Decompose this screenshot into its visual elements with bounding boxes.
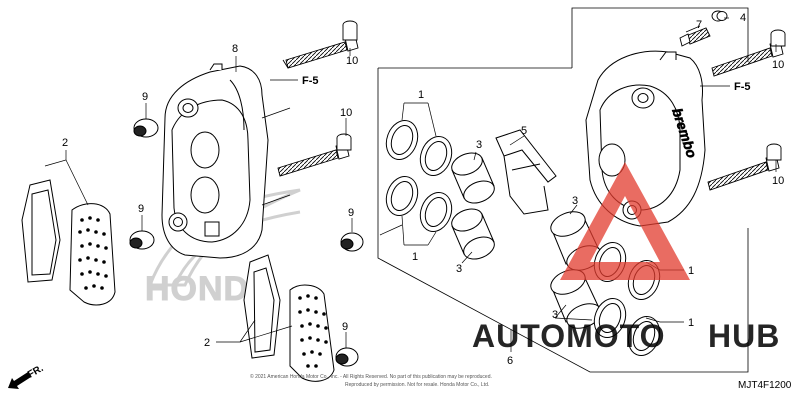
f5-reference-left: F-5 <box>302 75 319 87</box>
watermark-right-text: HUB <box>708 318 780 354</box>
callout-4: 4 <box>740 12 746 24</box>
callout-10-d: 10 <box>772 175 784 187</box>
callout-3-right-b: 3 <box>572 195 578 207</box>
automotohub-watermark: AUTOMOTO HUB <box>472 162 780 354</box>
callout-1-top: 1 <box>418 89 424 101</box>
callout-10-a: 10 <box>346 55 358 67</box>
callout-2-bottom: 2 <box>204 337 210 349</box>
callout-3-right-a: 3 <box>456 263 462 275</box>
seal-set-right-lower <box>593 298 661 356</box>
assembly-outline <box>377 7 749 373</box>
watermark-left-text: AUTOMOTO <box>472 318 665 354</box>
callout-1-right-b: 1 <box>688 317 694 329</box>
callout-6: 6 <box>507 355 513 367</box>
callout-8: 8 <box>232 43 238 55</box>
plug-9-b <box>129 230 155 250</box>
bleeder-cap <box>711 10 728 22</box>
front-direction-indicator: FR. <box>8 363 46 389</box>
brake-pad-set-bottom <box>243 254 335 382</box>
pad-spring <box>495 129 557 215</box>
warning-triangle-icon <box>560 162 690 280</box>
leader-lines <box>44 17 777 352</box>
callout-1-mid: 1 <box>412 251 418 263</box>
seal-set-lower <box>385 176 453 232</box>
callout-9-b: 9 <box>138 203 144 215</box>
callout-3-left: 3 <box>476 139 482 151</box>
bolt-mid-left <box>277 133 352 177</box>
bolt-top-left <box>282 20 359 69</box>
fr-label: FR. <box>26 363 46 381</box>
piston-upper <box>451 152 495 204</box>
callout-10-c: 10 <box>772 59 784 71</box>
bolt-top-right <box>711 29 786 77</box>
f5-reference-right: F-5 <box>734 81 751 93</box>
bolt-mid-right <box>707 143 782 191</box>
piston-lower <box>451 208 495 260</box>
callout-labels: 8 10 10 10 10 9 9 9 9 2 2 1 1 1 1 3 3 3 … <box>62 12 784 367</box>
seal-set-upper <box>385 120 453 176</box>
callout-7: 7 <box>696 19 702 31</box>
plug-9-c <box>340 232 364 252</box>
callout-9-c: 9 <box>348 207 354 219</box>
front-arrow-icon <box>8 372 31 389</box>
copyright-line-1: © 2021 American Honda Motor Co., Inc. - … <box>250 373 492 380</box>
callout-9-a: 9 <box>142 91 148 103</box>
plug-9-a <box>133 118 159 138</box>
callout-9-d: 9 <box>342 321 348 333</box>
left-caliper <box>161 63 269 259</box>
copyright-line-2: Reproduced by permission. Not for resale… <box>345 382 489 388</box>
plug-9-d <box>335 347 359 367</box>
callout-10-b: 10 <box>340 107 352 119</box>
callout-5: 5 <box>521 125 527 137</box>
callout-1-right-a: 1 <box>688 265 694 277</box>
diagram-code: MJT4F1200 <box>738 380 792 391</box>
callout-2-left: 2 <box>62 137 68 149</box>
callout-3-right-c: 3 <box>552 309 558 321</box>
bleeder-valve <box>679 27 711 47</box>
brake-pad-set-left <box>21 179 116 306</box>
